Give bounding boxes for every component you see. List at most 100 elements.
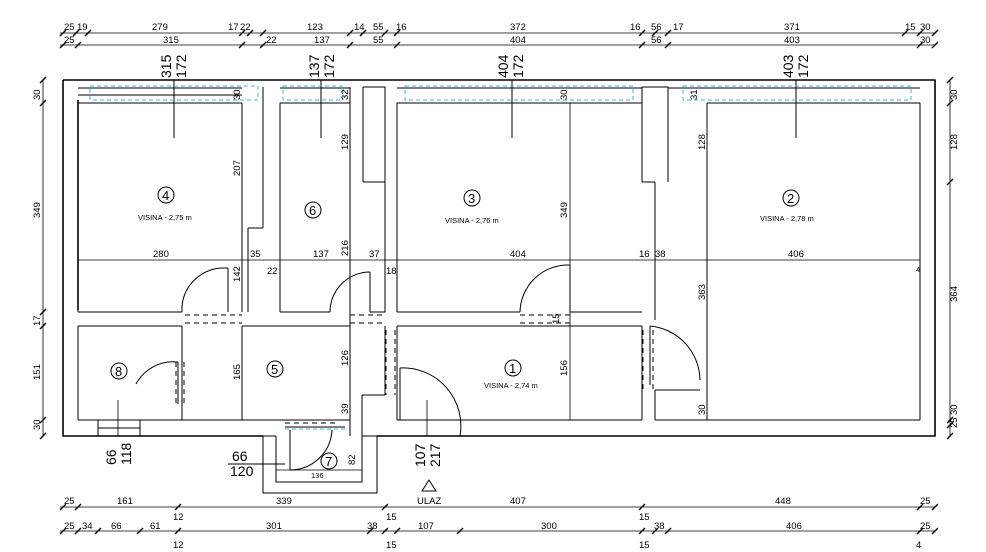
dim-label: 38 [367, 521, 378, 532]
dimension-tick [931, 503, 939, 511]
dim-label: 25 [949, 417, 960, 428]
dimension-tick [651, 29, 659, 37]
dimension-tick [136, 527, 144, 535]
dimension-tick [931, 527, 939, 535]
door-width-label: 107 [412, 443, 428, 467]
dims-bottom-row3: 12 15 15 4 [173, 540, 921, 551]
walls [62, 79, 936, 494]
dimension-tick [59, 29, 67, 37]
dim-label: 364 [949, 286, 960, 302]
room-number: 4 [162, 188, 169, 203]
room-height-label: VISINA - 2,78 m [760, 214, 814, 223]
dimension-tick [74, 41, 82, 49]
dimension-tick [39, 99, 47, 107]
window-width-label: 315 [158, 54, 174, 78]
window-height-label: 172 [173, 54, 189, 78]
dim-label: 66 [111, 521, 122, 532]
dim-label: 15 [551, 313, 562, 324]
dim-label: 39 [340, 403, 351, 414]
dim-label: 339 [276, 496, 292, 507]
dim-label: 16 [396, 22, 407, 33]
dimension-tick [84, 29, 92, 37]
dim-label: 22 [240, 22, 251, 33]
dimension-tick [39, 322, 47, 330]
dim-label: 126 [340, 350, 351, 366]
room-5: 5 [266, 360, 284, 378]
room-2: 2 VISINA - 2,78 m [760, 189, 814, 223]
dimension-tick [664, 29, 672, 37]
dimension-tick [901, 29, 909, 37]
dim-label: 15 [905, 22, 916, 33]
dim-label: 22 [267, 266, 278, 277]
dim-label: 15 [386, 540, 397, 551]
dimension-tick [59, 503, 67, 511]
room-number: 3 [468, 191, 475, 206]
room-height-label: VISINA - 2,76 m [445, 216, 499, 225]
dim-label: 61 [150, 521, 161, 532]
dim-label: 25 [920, 496, 931, 507]
room-number: 8 [115, 364, 122, 379]
dim-label: 25 [64, 521, 75, 532]
dimension-tick [931, 41, 939, 49]
dim-label: 216 [340, 240, 351, 256]
room-6: 6 [304, 201, 322, 219]
dimension-tick [664, 41, 672, 49]
dim-label: 279 [152, 22, 168, 33]
dimension-tick [346, 29, 354, 37]
window-width-label: 404 [495, 54, 511, 78]
dim-label: 32 [340, 89, 351, 100]
dim-label: 25 [920, 521, 931, 532]
dimension-tick [638, 29, 646, 37]
dimension-tick [259, 29, 267, 37]
dim-label: 137 [314, 35, 330, 46]
dim-label: 15 [386, 512, 397, 523]
dim-label: 15 [639, 540, 650, 551]
dim-label: 406 [788, 249, 804, 260]
dim-label: 17 [228, 22, 239, 33]
door-labels: 66 118 107 217 66 120 [103, 442, 443, 479]
dim-label: 56 [651, 35, 662, 46]
dim-label: 30 [559, 89, 570, 100]
dim-label: 82 [347, 454, 358, 465]
dim-label: 371 [784, 22, 800, 33]
dim-label: 19 [77, 22, 88, 33]
dim-label: 34 [82, 521, 93, 532]
dim-label: 31 [689, 89, 700, 100]
dimension-tick [946, 178, 954, 186]
dimension-tick [59, 41, 67, 49]
dimension-tick [638, 503, 646, 511]
dim-label: 107 [418, 521, 434, 532]
room-number: 5 [271, 362, 278, 377]
dimension-tick [946, 76, 954, 84]
dimension-tick [916, 29, 924, 37]
dim-label: 25 [64, 22, 75, 33]
dimension-tick [39, 416, 47, 424]
dimension-tick [381, 29, 389, 37]
dim-label: 14 [354, 22, 365, 33]
dim-label: 4 [916, 265, 920, 274]
dim-label: 142 [232, 266, 243, 282]
dim-label: 30 [920, 35, 931, 46]
dim-label: 56 [651, 22, 662, 33]
dim-label: 280 [153, 249, 169, 260]
entrance-triangle-icon [421, 479, 437, 492]
dim-label: 128 [697, 134, 708, 150]
dim-label: 4 [916, 540, 921, 551]
room-height-label: VISINA - 2,75 m [138, 213, 192, 222]
dim-label: 300 [541, 521, 557, 532]
dim-label: 55 [373, 22, 384, 33]
dim-label: 128 [949, 134, 960, 150]
dim-label: 37 [369, 249, 380, 260]
dim-label: 207 [232, 160, 243, 176]
dim-label: 25 [64, 496, 75, 507]
dimension-tick [946, 416, 954, 424]
dimension-tick [946, 432, 954, 440]
dim-label: 15 [639, 512, 650, 523]
dimension-tick [174, 527, 182, 535]
dim-label: 55 [373, 35, 384, 46]
room-number: 1 [509, 361, 516, 376]
window-width-label: 137 [306, 54, 322, 78]
entrance-label: ULAZ [417, 496, 441, 507]
room-3: 3 VISINA - 2,76 m [445, 189, 499, 225]
